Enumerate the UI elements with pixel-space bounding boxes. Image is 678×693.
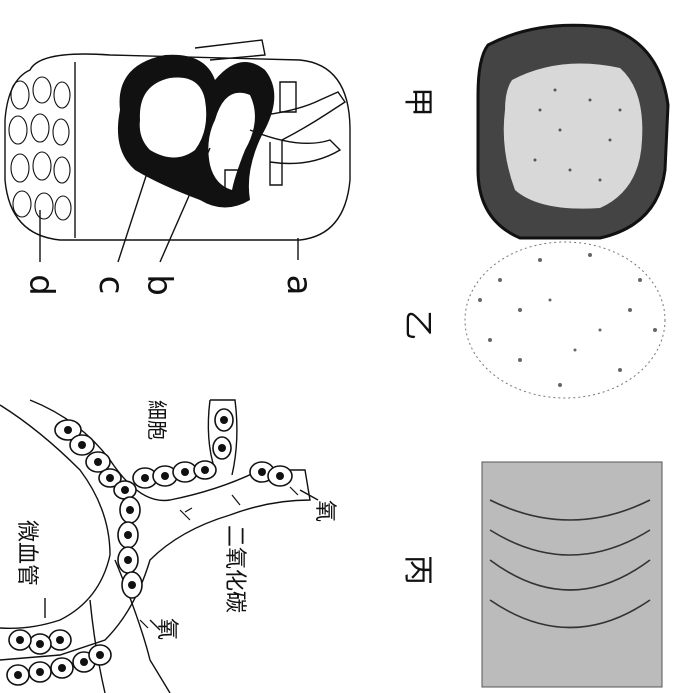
muscle-tissue-pattern (9, 77, 71, 220)
tissue-jia: 甲 (400, 25, 668, 238)
vessel-branch-lower (250, 130, 340, 164)
label-c: c (91, 276, 131, 295)
label-oxygen-1: 氧 (312, 500, 337, 522)
tissue-yi-outline (465, 242, 665, 398)
blood-cells (7, 409, 292, 685)
label-b: b (139, 274, 179, 296)
leader-line-c (118, 170, 148, 262)
tissue-jia-core (504, 64, 643, 209)
label-co2: 二氧化碳 (222, 525, 247, 613)
heart-diagram: a b c d (5, 40, 350, 296)
tissue-bing: 丙 (400, 462, 662, 687)
label-d: d (21, 274, 61, 296)
tissue-yi: 乙 (400, 242, 665, 398)
vessel-stub-1 (280, 82, 296, 112)
label-oxygen-2: 氧 (154, 618, 179, 640)
label-cells: 細胞 (145, 400, 169, 440)
capillary-diagram: 細胞 二氧化碳 氧 氧 微血管 (0, 400, 337, 693)
diffusion-arrows (140, 487, 298, 628)
tissue-bing-label: 丙 (400, 555, 435, 585)
capillary-wall-lower (0, 405, 110, 628)
tissue-bing-outline (482, 462, 662, 687)
tissue-jia-label: 甲 (400, 87, 435, 117)
heart-chamber-inner (140, 77, 207, 157)
label-a: a (279, 275, 319, 296)
label-capillary: 微血管 (14, 520, 39, 586)
tissue-yi-label: 乙 (400, 310, 435, 340)
